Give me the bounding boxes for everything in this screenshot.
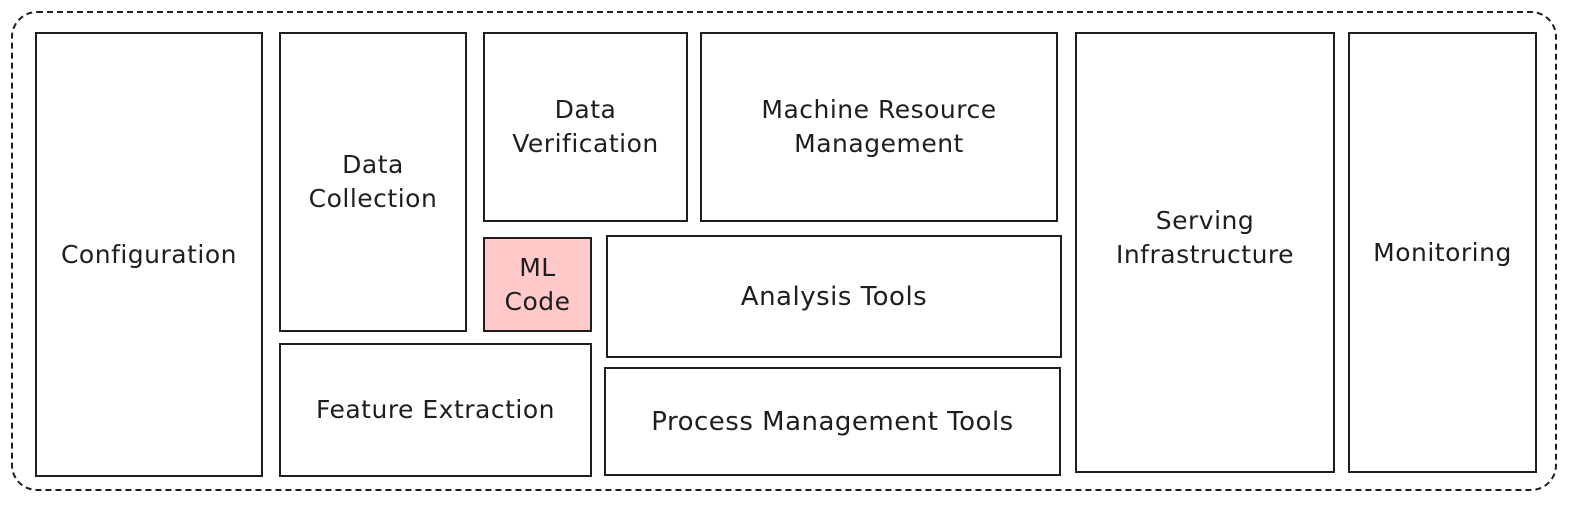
- feature-extraction-label: Feature Extraction: [315, 395, 556, 424]
- data-collection-box: Data Collection: [279, 32, 467, 332]
- ml-code-label: ML Code: [504, 252, 571, 316]
- analysis-tools-label: Analysis Tools: [740, 281, 928, 312]
- system-boundary: [11, 11, 1557, 491]
- monitoring-label: Monitoring: [1373, 237, 1512, 267]
- configuration-box: Configuration: [35, 32, 263, 477]
- serving-infrastructure-label: Serving Infrastructure: [1115, 205, 1295, 269]
- monitoring-box: Monitoring: [1348, 32, 1537, 473]
- process-management-tools-label: Process Management Tools: [651, 406, 1014, 437]
- analysis-tools-box: Analysis Tools: [606, 235, 1062, 358]
- data-verification-box: Data Verification: [483, 32, 688, 222]
- serving-infrastructure-box: Serving Infrastructure: [1075, 32, 1335, 473]
- process-management-tools-box: Process Management Tools: [604, 367, 1061, 476]
- configuration-label: Configuration: [60, 239, 238, 269]
- data-collection-label: Data Collection: [308, 150, 438, 213]
- machine-resource-management-label: Machine Resource Management: [761, 95, 997, 158]
- data-verification-label: Data Verification: [512, 95, 659, 158]
- feature-extraction-box: Feature Extraction: [279, 343, 592, 477]
- ml-code-box: ML Code: [483, 237, 592, 332]
- machine-resource-management-box: Machine Resource Management: [700, 32, 1058, 222]
